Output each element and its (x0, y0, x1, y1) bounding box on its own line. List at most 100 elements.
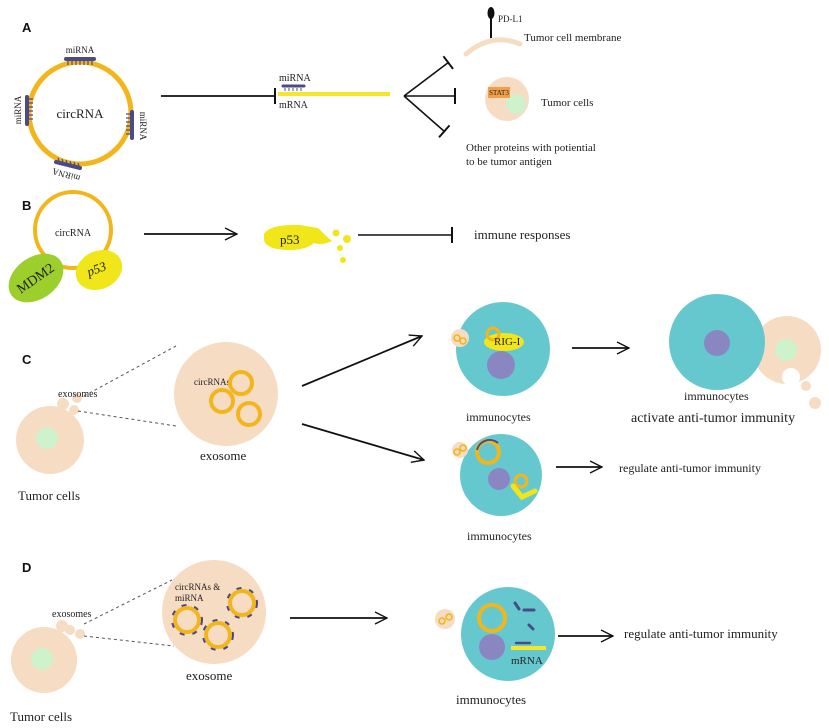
panel-a: A circRNA miRNA miRNA miRNA miRNA miRNA (13, 7, 621, 184)
circrna-label: circRNA (57, 106, 105, 121)
circrna-in-cell-d (477, 603, 507, 633)
inhibit-branch-other (403, 95, 451, 139)
p53-fragment-3 (337, 245, 343, 251)
panel-d: D exosomes Tumor cells circRNAs & miRNA … (10, 560, 778, 724)
immuno-nucleus-c-bottom (488, 468, 510, 490)
mirna-bound-d3 (202, 619, 234, 651)
tumor-nucleus-d (31, 648, 53, 670)
exosome-large-d (162, 560, 266, 664)
rigi-protein (484, 333, 524, 351)
zoom-line-top-c (83, 345, 177, 397)
stat3-box (488, 87, 510, 98)
tumor-cells-label-d: Tumor cells (10, 709, 72, 724)
circrnas-label-c: circRNAs (194, 377, 230, 387)
exosome-bud-1 (57, 398, 69, 410)
zoom-line-top-d (83, 579, 173, 625)
mirna-free-d3 (527, 623, 535, 631)
tumor-debris-1 (801, 381, 811, 391)
p53-free-label: p53 (280, 232, 300, 247)
exosome-bud-2 (72, 393, 82, 403)
immuno-nucleus-c-top (487, 351, 515, 379)
tumor-cells-label-a: Tumor cells (541, 97, 593, 109)
mdm2-protein (8, 253, 64, 303)
p53-fragment-1 (332, 229, 340, 237)
mirna-comb-top (64, 57, 96, 65)
circrna-mini-d1 (438, 617, 446, 625)
regulate-label-d: regulate anti-tumor immunity (624, 626, 778, 641)
circrna-in-cell-c (485, 326, 501, 342)
membrane-label: Tumor cell membrane (524, 32, 621, 44)
arrow-c-up (301, 336, 422, 387)
circrna-mini-c-bottom-1 (453, 448, 461, 456)
rigi-label: RIG-I (494, 336, 521, 348)
activate-label: activate anti-tumor immunity (631, 411, 795, 426)
circrna-ring-d2 (173, 606, 201, 634)
circrna-ring-c3 (236, 401, 262, 427)
mirna-free-d1 (513, 601, 521, 611)
p53-fragment-4 (340, 257, 346, 263)
mirna-strand (281, 84, 306, 91)
circrna-ring-d1 (228, 589, 256, 617)
immune-responses-label: immune responses (474, 227, 570, 242)
protein-complex-c-bottom (510, 483, 538, 501)
inhibit-branch-pdl1 (403, 55, 454, 97)
exosome-bud-d3 (75, 629, 85, 639)
exosome-bud-3 (69, 405, 79, 415)
mirna-comb-left (25, 95, 33, 126)
mirna-bound-d1 (226, 587, 258, 619)
p53-bound (75, 250, 123, 290)
circrna-ring-d3 (204, 621, 232, 649)
mrna-label-a: mRNA (279, 100, 309, 111)
mirna-label-a: miRNA (279, 73, 311, 84)
p53-fragment-2 (343, 235, 351, 243)
exosome-label-d: exosome (186, 668, 232, 683)
tumor-nucleus-attacked (775, 339, 797, 361)
panel-b-label: B (22, 198, 31, 213)
circrna-mini-d2 (445, 613, 453, 621)
circrna-ring-c1 (228, 370, 254, 396)
immunocytes-label-c-bottom: immunocytes (467, 529, 532, 543)
mirna-comb-right (126, 110, 134, 140)
exosomes-label-d: exosomes (52, 609, 92, 620)
immuno-nucleus-c-active (704, 330, 730, 356)
exosome-bud-d2 (65, 625, 75, 635)
exosome-large-c (174, 342, 278, 446)
regulate-label-c: regulate anti-tumor immunity (619, 461, 761, 475)
mirna-tag-right: miRNA (138, 112, 148, 141)
other-proteins-line2: to be tumor antigen (466, 156, 552, 168)
panel-d-label: D (22, 560, 31, 575)
mirna-tag-top: miRNA (66, 45, 95, 55)
tumor-debris-2 (809, 397, 821, 409)
immunocytes-label-c-top: immunocytes (466, 410, 531, 424)
arrow-c-down (301, 423, 424, 460)
mirna-tag-left: miRNA (13, 95, 23, 124)
zoom-line-bottom-c (77, 410, 177, 427)
circrna-ring-c2 (209, 388, 235, 414)
tumor-cell-bite (782, 368, 800, 386)
circrna-mini-c-top-1 (453, 334, 461, 342)
exosome-label-c: exosome (200, 448, 246, 463)
mirna-bound-d2 (171, 604, 203, 636)
circrna-small-c-bottom (513, 473, 529, 489)
circrnas-label-d1: circRNAs & (175, 582, 220, 592)
panel-c: C exosomes Tumor cells circRNAs exosome … (16, 294, 821, 543)
stat3-label: STAT3 (489, 89, 509, 97)
panel-a-label: A (22, 20, 32, 35)
tumor-nucleus-c (36, 427, 58, 449)
circrna-ring-b (33, 190, 113, 270)
tumor-nucleus-a (506, 94, 526, 114)
panel-b: B circRNA MDM2 p53 p53 immune responses (8, 190, 570, 303)
circrna-label-b: circRNA (55, 228, 92, 239)
mirna-comb-bottom (54, 157, 82, 170)
circrna-binding-mark (476, 438, 499, 451)
p53-free-protein (264, 224, 332, 250)
exosome-bud-d1 (56, 620, 68, 632)
pdl1-label: PD-L1 (498, 14, 523, 24)
exosomes-label-c: exosomes (58, 389, 98, 400)
circrna-mini-c-top-2 (459, 337, 467, 345)
panel-c-label: C (22, 352, 32, 367)
other-proteins-line1: Other proteins with potiential (466, 142, 596, 154)
immuno-nucleus-d (479, 634, 505, 660)
circrnas-label-d2: miRNA (175, 593, 204, 603)
